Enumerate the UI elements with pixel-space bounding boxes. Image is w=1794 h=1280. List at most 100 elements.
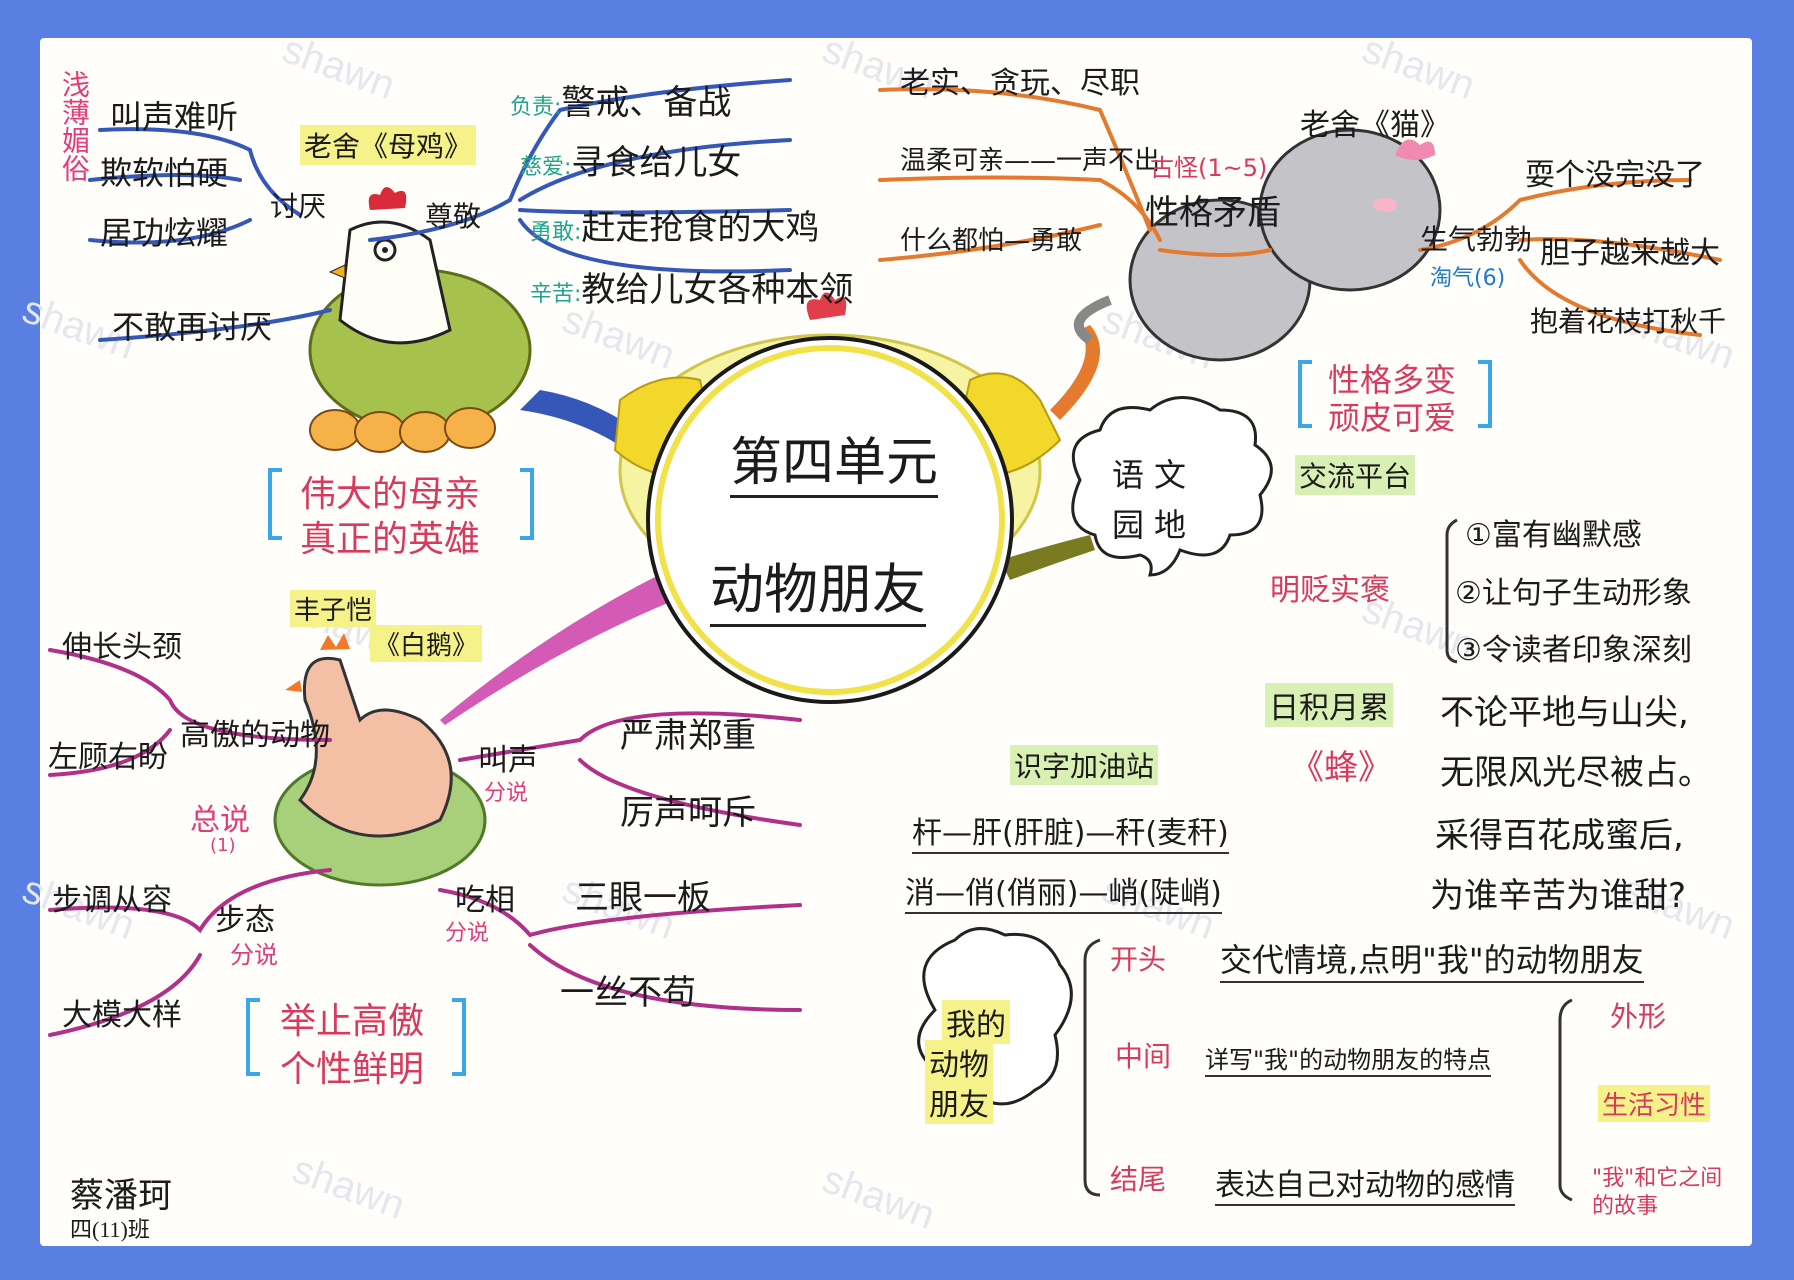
writing-cloud-1: 动物 bbox=[925, 1040, 993, 1084]
svg-text:shawn: shawn bbox=[817, 1157, 941, 1238]
branch-cat bbox=[1050, 325, 1100, 420]
writing-tag-2: 结尾 bbox=[1110, 1163, 1167, 1196]
center-title-line1: 第四单元 bbox=[730, 420, 939, 498]
signature-name: 蔡潘珂 bbox=[70, 1178, 172, 1215]
hen-no-longer: 不敢再讨厌 bbox=[112, 308, 273, 346]
garden-understand-2: ③令读者印象深刻 bbox=[1455, 633, 1692, 668]
cat-item-2: 什么都怕—勇敢 bbox=[900, 226, 1083, 256]
svg-text:shawn: shawn bbox=[277, 27, 401, 108]
hen-summary-1: 真正的英雄 bbox=[300, 519, 481, 560]
garden-poem-0: 不论平地与山尖, bbox=[1440, 693, 1689, 733]
goose-title: 《白鹅》 bbox=[370, 625, 483, 662]
hen-illustration bbox=[308, 186, 532, 453]
cat-author: 老舍《猫》 bbox=[1300, 108, 1450, 143]
goose-eat-0: 三眼一板 bbox=[575, 878, 711, 918]
goose-summary-1: 个性鲜明 bbox=[280, 1049, 425, 1090]
goose-call-split: 分说 bbox=[484, 781, 529, 806]
garden-understand: 明贬实褒 bbox=[1270, 573, 1390, 608]
center-circle bbox=[646, 336, 1014, 704]
garden-literacy: 识字加油站 bbox=[1010, 745, 1159, 785]
cat-summary-1: 顽皮可爱 bbox=[1328, 399, 1457, 437]
garden-literacy-0: 杆—肝(肝脏)—秆(麦秆) bbox=[912, 808, 1229, 854]
garden-literacy-1: 消—俏(俏丽)—峭(陡峭) bbox=[905, 868, 1222, 914]
svg-text:shawn: shawn bbox=[287, 1147, 411, 1228]
svg-text:shawn: shawn bbox=[1357, 27, 1481, 108]
hen-item-2: 居功炫耀 bbox=[100, 214, 229, 252]
hen-summary-0: 伟大的母亲 bbox=[300, 474, 481, 515]
center-title-line2: 动物朋友 bbox=[710, 545, 926, 627]
cat-summary-0: 性格多变 bbox=[1328, 361, 1457, 399]
goose-eat-1: 一丝不苟 bbox=[560, 973, 696, 1013]
writing-aspect-1: 生活习性 bbox=[1598, 1085, 1711, 1122]
cat-lines bbox=[878, 87, 1722, 337]
writing-aspect-2: "我"和它之间的故事 bbox=[1592, 1166, 1723, 1219]
goose-call-0: 严肃郑重 bbox=[620, 716, 756, 756]
goose-general: 总说 bbox=[190, 803, 250, 838]
goose-illustration bbox=[273, 633, 487, 887]
goose-summary-bracket-left bbox=[246, 998, 260, 1076]
writing-text-0: 交代情境,点明"我"的动物朋友 bbox=[1220, 935, 1644, 983]
goose-call-1: 厉声呵斥 bbox=[620, 793, 756, 833]
goose-walk: 步态 bbox=[215, 903, 275, 938]
branch-garden bbox=[1000, 535, 1095, 580]
hen-item-0: 叫声难听 bbox=[110, 98, 239, 136]
garden-poem-title: 《蜂》 bbox=[1290, 748, 1392, 788]
writing-brackets bbox=[1083, 518, 1573, 1202]
hen-right-2: 勇敢:赶走抢食的大鸡 bbox=[530, 208, 820, 248]
cat-right-2: 抱着花枝打秋千 bbox=[1530, 305, 1727, 338]
garden-accumulate: 日积月累 bbox=[1265, 683, 1393, 727]
cat-right-1: 胆子越来越大 bbox=[1540, 236, 1720, 271]
hen-author: 老舍《母鸡》 bbox=[300, 125, 477, 165]
cat-contradiction: 性格矛盾 bbox=[1145, 193, 1281, 233]
hen-label-shallow: 浅薄媚俗 bbox=[58, 70, 91, 182]
goose-lines bbox=[48, 648, 802, 1037]
writing-cloud-2: 朋友 bbox=[925, 1080, 993, 1124]
hen-summary-bracket-right bbox=[520, 468, 534, 540]
garden-poem-3: 为谁辛苦为谁甜? bbox=[1430, 876, 1687, 916]
cat-naughty: 淘气(6) bbox=[1430, 266, 1506, 291]
goose-walk-1: 大模大样 bbox=[62, 998, 182, 1033]
branch-goose bbox=[440, 560, 700, 725]
cat-right-0: 耍个没完没了 bbox=[1525, 158, 1705, 193]
garden-cloud-0: 语文 bbox=[1112, 456, 1197, 494]
cat-summary-bracket-right bbox=[1478, 360, 1492, 428]
cat-item-1: 温柔可亲——一声不出 bbox=[900, 146, 1161, 176]
hen-lines bbox=[88, 78, 792, 342]
garden-cloud bbox=[1071, 396, 1273, 577]
garden-understand-1: ②让句子生动形象 bbox=[1455, 576, 1692, 611]
hen-item-1: 欺软怕硬 bbox=[100, 154, 229, 192]
hen-right-3: 辛苦:教给儿女各种本领 bbox=[530, 270, 854, 310]
writing-tag-1: 中间 bbox=[1115, 1040, 1172, 1073]
cat-summary-bracket-left bbox=[1298, 360, 1312, 428]
cat-illustration bbox=[1073, 128, 1442, 362]
garden-understand-0: ①富有幽默感 bbox=[1465, 518, 1642, 553]
writing-aspect-0: 外形 bbox=[1610, 1000, 1667, 1033]
hen-respect: 尊敬 bbox=[425, 200, 482, 233]
hen-right-1: 慈爱:寻食给儿女 bbox=[520, 143, 742, 183]
cat-vivid: 生气勃勃 bbox=[1420, 223, 1533, 256]
goose-eat-split: 分说 bbox=[445, 921, 490, 946]
hen-summary-bracket-left bbox=[268, 468, 282, 540]
goose-summary-bracket-right bbox=[452, 998, 466, 1076]
garden-cloud-1: 园地 bbox=[1112, 506, 1197, 544]
goose-eat: 吃相 bbox=[455, 883, 515, 918]
writing-text-1: 详写"我"的动物朋友的特点 bbox=[1205, 1040, 1492, 1077]
goose-neck-1: 左顾右盼 bbox=[48, 740, 168, 775]
hen-right-0: 负责:警戒、备战 bbox=[510, 83, 732, 123]
cat-strange: 古怪(1~5) bbox=[1150, 154, 1268, 182]
garden-exchange: 交流平台 bbox=[1295, 455, 1416, 495]
goose-walk-0: 步调从容 bbox=[52, 883, 172, 918]
signature-class: 四(11)班 bbox=[70, 1217, 150, 1242]
garden-poem-2: 采得百花成蜜后, bbox=[1435, 816, 1684, 856]
writing-text-2: 表达自己对动物的感情 bbox=[1215, 1160, 1515, 1206]
goose-general-num: (1) bbox=[210, 835, 236, 856]
goose-author: 丰子恺 bbox=[290, 590, 377, 627]
garden-poem-1: 无限风光尽被占。 bbox=[1440, 753, 1712, 793]
goose-walk-split: 分说 bbox=[230, 941, 278, 969]
goose-neck-0: 伸长头颈 bbox=[62, 630, 182, 665]
cat-item-0: 老实、贪玩、尽职 bbox=[900, 66, 1140, 101]
writing-cloud-0: 我的 bbox=[942, 1000, 1010, 1044]
goose-proud: 高傲的动物 bbox=[180, 718, 330, 753]
goose-call: 叫声 bbox=[478, 743, 538, 778]
